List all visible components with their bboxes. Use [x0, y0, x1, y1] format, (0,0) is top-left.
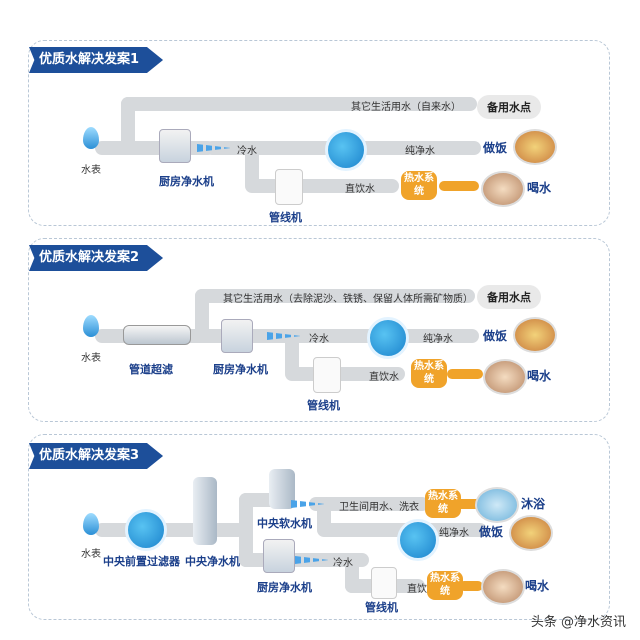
pipe-ultrafilter-icon — [123, 325, 191, 345]
panel-2-title: 优质水解决发案2 — [29, 245, 164, 271]
meter-label: 水表 — [81, 165, 101, 176]
direct-water-text: 直饮水 — [369, 372, 399, 383]
pipe-machine-icon — [371, 567, 397, 599]
pure-water-text: 纯净水 — [439, 528, 469, 539]
drinking-photo — [481, 569, 525, 605]
central-softener-label: 中央软水机 — [257, 517, 312, 530]
pipe-cold — [239, 329, 479, 343]
backup-point-badge: 备用水点 — [477, 285, 541, 309]
flow-arrows — [295, 556, 329, 564]
drinking-photo — [483, 359, 527, 395]
flow-arrows — [267, 332, 301, 340]
cook-label: 做饭 — [479, 525, 504, 539]
kitchen-purifier-label: 厨房净水机 — [159, 175, 214, 188]
pipe-ultrafilter-label: 管道超滤 — [129, 363, 173, 376]
pure-water-icon — [325, 129, 367, 171]
pipe-main — [95, 523, 245, 537]
pipe-machine-icon — [313, 357, 341, 393]
hot-pipe — [459, 581, 483, 591]
pipe-direct — [245, 179, 399, 193]
flow-arrows — [197, 144, 231, 152]
cook-label: 做饭 — [483, 329, 508, 343]
shower-photo — [475, 487, 519, 523]
water-drop-icon — [83, 513, 99, 535]
central-purifier-label: 中央净水机 — [185, 555, 240, 568]
panel-2: 优质水解决发案2 水表 管道超滤 其它生活用水（去除泥沙、铁锈、保留人体所需矿物… — [28, 238, 610, 422]
pipe-machine-label: 管线机 — [307, 399, 340, 412]
kitchen-purifier-icon — [221, 319, 253, 353]
panel-1-title: 优质水解决发案1 — [29, 47, 164, 73]
pipe-bath — [309, 497, 429, 511]
hot-pipe — [439, 181, 479, 191]
drink-label: 喝水 — [527, 369, 552, 383]
bath-water-text: 卫生间用水、洗衣 — [339, 502, 419, 513]
cooking-photo — [513, 129, 557, 165]
central-purifier-icon — [193, 477, 217, 545]
kitchen-purifier-icon — [263, 539, 295, 573]
kitchen-purifier-icon — [159, 129, 191, 163]
panel-1: 优质水解决发案1 水表 厨房净水机 冷水 其它生活用水（自来水） 备用水点 纯净… — [28, 40, 610, 226]
backup-point-badge: 备用水点 — [477, 95, 541, 119]
pure-water-text: 纯净水 — [405, 146, 435, 157]
cold-water-label: 冷水 — [333, 558, 353, 569]
front-filter-label: 中央前置过滤器 — [103, 555, 180, 568]
meter-label: 水表 — [81, 549, 101, 560]
pipe-other-water — [121, 97, 477, 111]
other-water-text: 其它生活用水（自来水） — [351, 102, 461, 113]
drink-label: 喝水 — [525, 579, 550, 593]
bath-label: 沐浴 — [521, 497, 546, 511]
pipe-machine-label: 管线机 — [269, 211, 302, 224]
drinking-photo — [481, 171, 525, 207]
meter-label: 水表 — [81, 353, 101, 364]
pipe-riser — [121, 97, 135, 155]
hot-water-system-bath: 热水系统 — [425, 489, 461, 518]
kitchen-purifier-label: 厨房净水机 — [213, 363, 268, 376]
water-drop-icon — [83, 315, 99, 337]
hot-water-system: 热水系统 — [427, 571, 463, 600]
pipe-machine-label: 管线机 — [365, 601, 398, 614]
kitchen-purifier-label: 厨房净水机 — [257, 581, 312, 594]
cook-label: 做饭 — [483, 141, 508, 155]
panel-3: 优质水解决发案3 水表 中央前置过滤器 中央净水机 中央软水机 卫生间用水、洗衣… — [28, 434, 610, 620]
pipe-riser — [239, 493, 253, 567]
front-filter-icon — [125, 509, 167, 551]
pure-water-icon — [397, 519, 439, 561]
pipe-other-water — [195, 289, 475, 303]
cooking-photo — [509, 515, 553, 551]
pure-water-icon — [367, 317, 409, 359]
pure-water-text: 纯净水 — [423, 334, 453, 345]
hot-pipe — [447, 369, 483, 379]
other-water-text: 其它生活用水（去除泥沙、铁锈、保留人体所需矿物质） — [223, 294, 473, 305]
cold-water-label: 冷水 — [237, 146, 257, 157]
pipe-machine-icon — [275, 169, 303, 205]
flow-arrows-bath — [291, 500, 325, 508]
direct-water-text: 直饮水 — [407, 584, 437, 595]
watermark: 头条 @净水资讯 — [530, 615, 626, 630]
pipe-drop — [245, 141, 259, 191]
hot-water-system: 热水系统 — [411, 359, 447, 388]
hot-water-system: 热水系统 — [401, 171, 437, 200]
water-drop-icon — [83, 127, 99, 149]
cooking-photo — [513, 317, 557, 353]
panel-3-title: 优质水解决发案3 — [29, 443, 164, 469]
pipe-drop — [285, 329, 299, 379]
drink-label: 喝水 — [527, 181, 552, 195]
cold-water-label: 冷水 — [309, 334, 329, 345]
central-softener-icon — [269, 469, 295, 509]
hot-pipe-bath — [453, 499, 483, 509]
direct-water-text: 直饮水 — [345, 184, 375, 195]
